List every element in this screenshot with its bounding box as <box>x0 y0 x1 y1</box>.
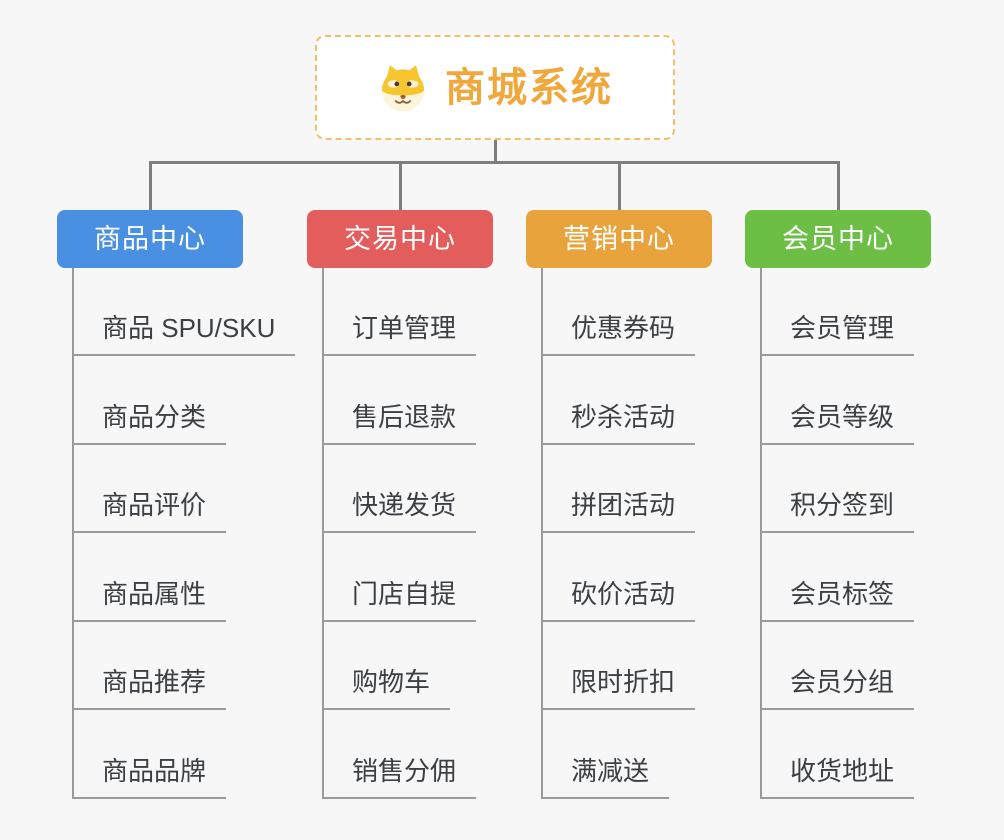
branch-trunk-2 <box>541 268 543 799</box>
leaf-item[interactable]: 秒杀活动 <box>541 399 696 445</box>
leaf-item[interactable]: 门店自提 <box>322 576 477 622</box>
branch-header-0[interactable]: 商品中心 <box>57 210 243 268</box>
leaf-item[interactable]: 会员分组 <box>760 664 915 711</box>
leaf-item[interactable]: 订单管理 <box>322 310 477 356</box>
leaf-item[interactable]: 快递发货 <box>322 487 477 534</box>
leaf-item[interactable]: 售后退款 <box>322 399 477 445</box>
leaf-item[interactable]: 砍价活动 <box>541 576 696 622</box>
branch-label: 商品中心 <box>94 223 206 254</box>
branch-label: 会员中心 <box>782 223 894 254</box>
leaf-item[interactable]: 商品评价 <box>72 487 227 534</box>
leaf-item[interactable]: 商品分类 <box>72 399 227 445</box>
leaf-item[interactable]: 购物车 <box>322 664 451 711</box>
branch-header-2[interactable]: 营销中心 <box>526 210 712 268</box>
connector-root-stem <box>493 140 497 163</box>
leaf-item[interactable]: 商品品牌 <box>72 753 227 799</box>
leaf-item[interactable]: 收货地址 <box>760 753 915 799</box>
leaf-item[interactable]: 商品 SPU/SKU <box>72 310 296 356</box>
root-node[interactable]: 商城系统 <box>315 35 675 140</box>
connector-drop-0 <box>148 161 152 211</box>
branch-trunk-0 <box>72 268 74 799</box>
leaf-item[interactable]: 会员管理 <box>760 310 915 356</box>
connector-drop-1 <box>398 161 402 211</box>
connector-drop-2 <box>617 161 621 211</box>
branch-trunk-3 <box>760 268 762 799</box>
leaf-item[interactable]: 积分签到 <box>760 487 915 534</box>
leaf-item[interactable]: 优惠券码 <box>541 310 696 356</box>
leaf-item[interactable]: 会员标签 <box>760 576 915 622</box>
leaf-item[interactable]: 销售分佣 <box>322 753 477 799</box>
dog-face-icon <box>377 62 429 114</box>
leaf-item[interactable]: 会员等级 <box>760 399 915 445</box>
branch-label: 交易中心 <box>344 223 456 254</box>
leaf-item[interactable]: 商品属性 <box>72 576 227 622</box>
branch-trunk-1 <box>322 268 324 799</box>
root-title: 商城系统 <box>445 65 613 110</box>
leaf-item[interactable]: 拼团活动 <box>541 487 696 534</box>
leaf-item[interactable]: 限时折扣 <box>541 664 696 711</box>
branch-label: 营销中心 <box>563 223 675 254</box>
branch-header-1[interactable]: 交易中心 <box>307 210 493 268</box>
connector-drop-3 <box>836 161 840 211</box>
branch-header-3[interactable]: 会员中心 <box>745 210 931 268</box>
leaf-item[interactable]: 满减送 <box>541 753 670 799</box>
connector-horizontal-bar <box>148 161 840 164</box>
leaf-item[interactable]: 商品推荐 <box>72 664 227 711</box>
